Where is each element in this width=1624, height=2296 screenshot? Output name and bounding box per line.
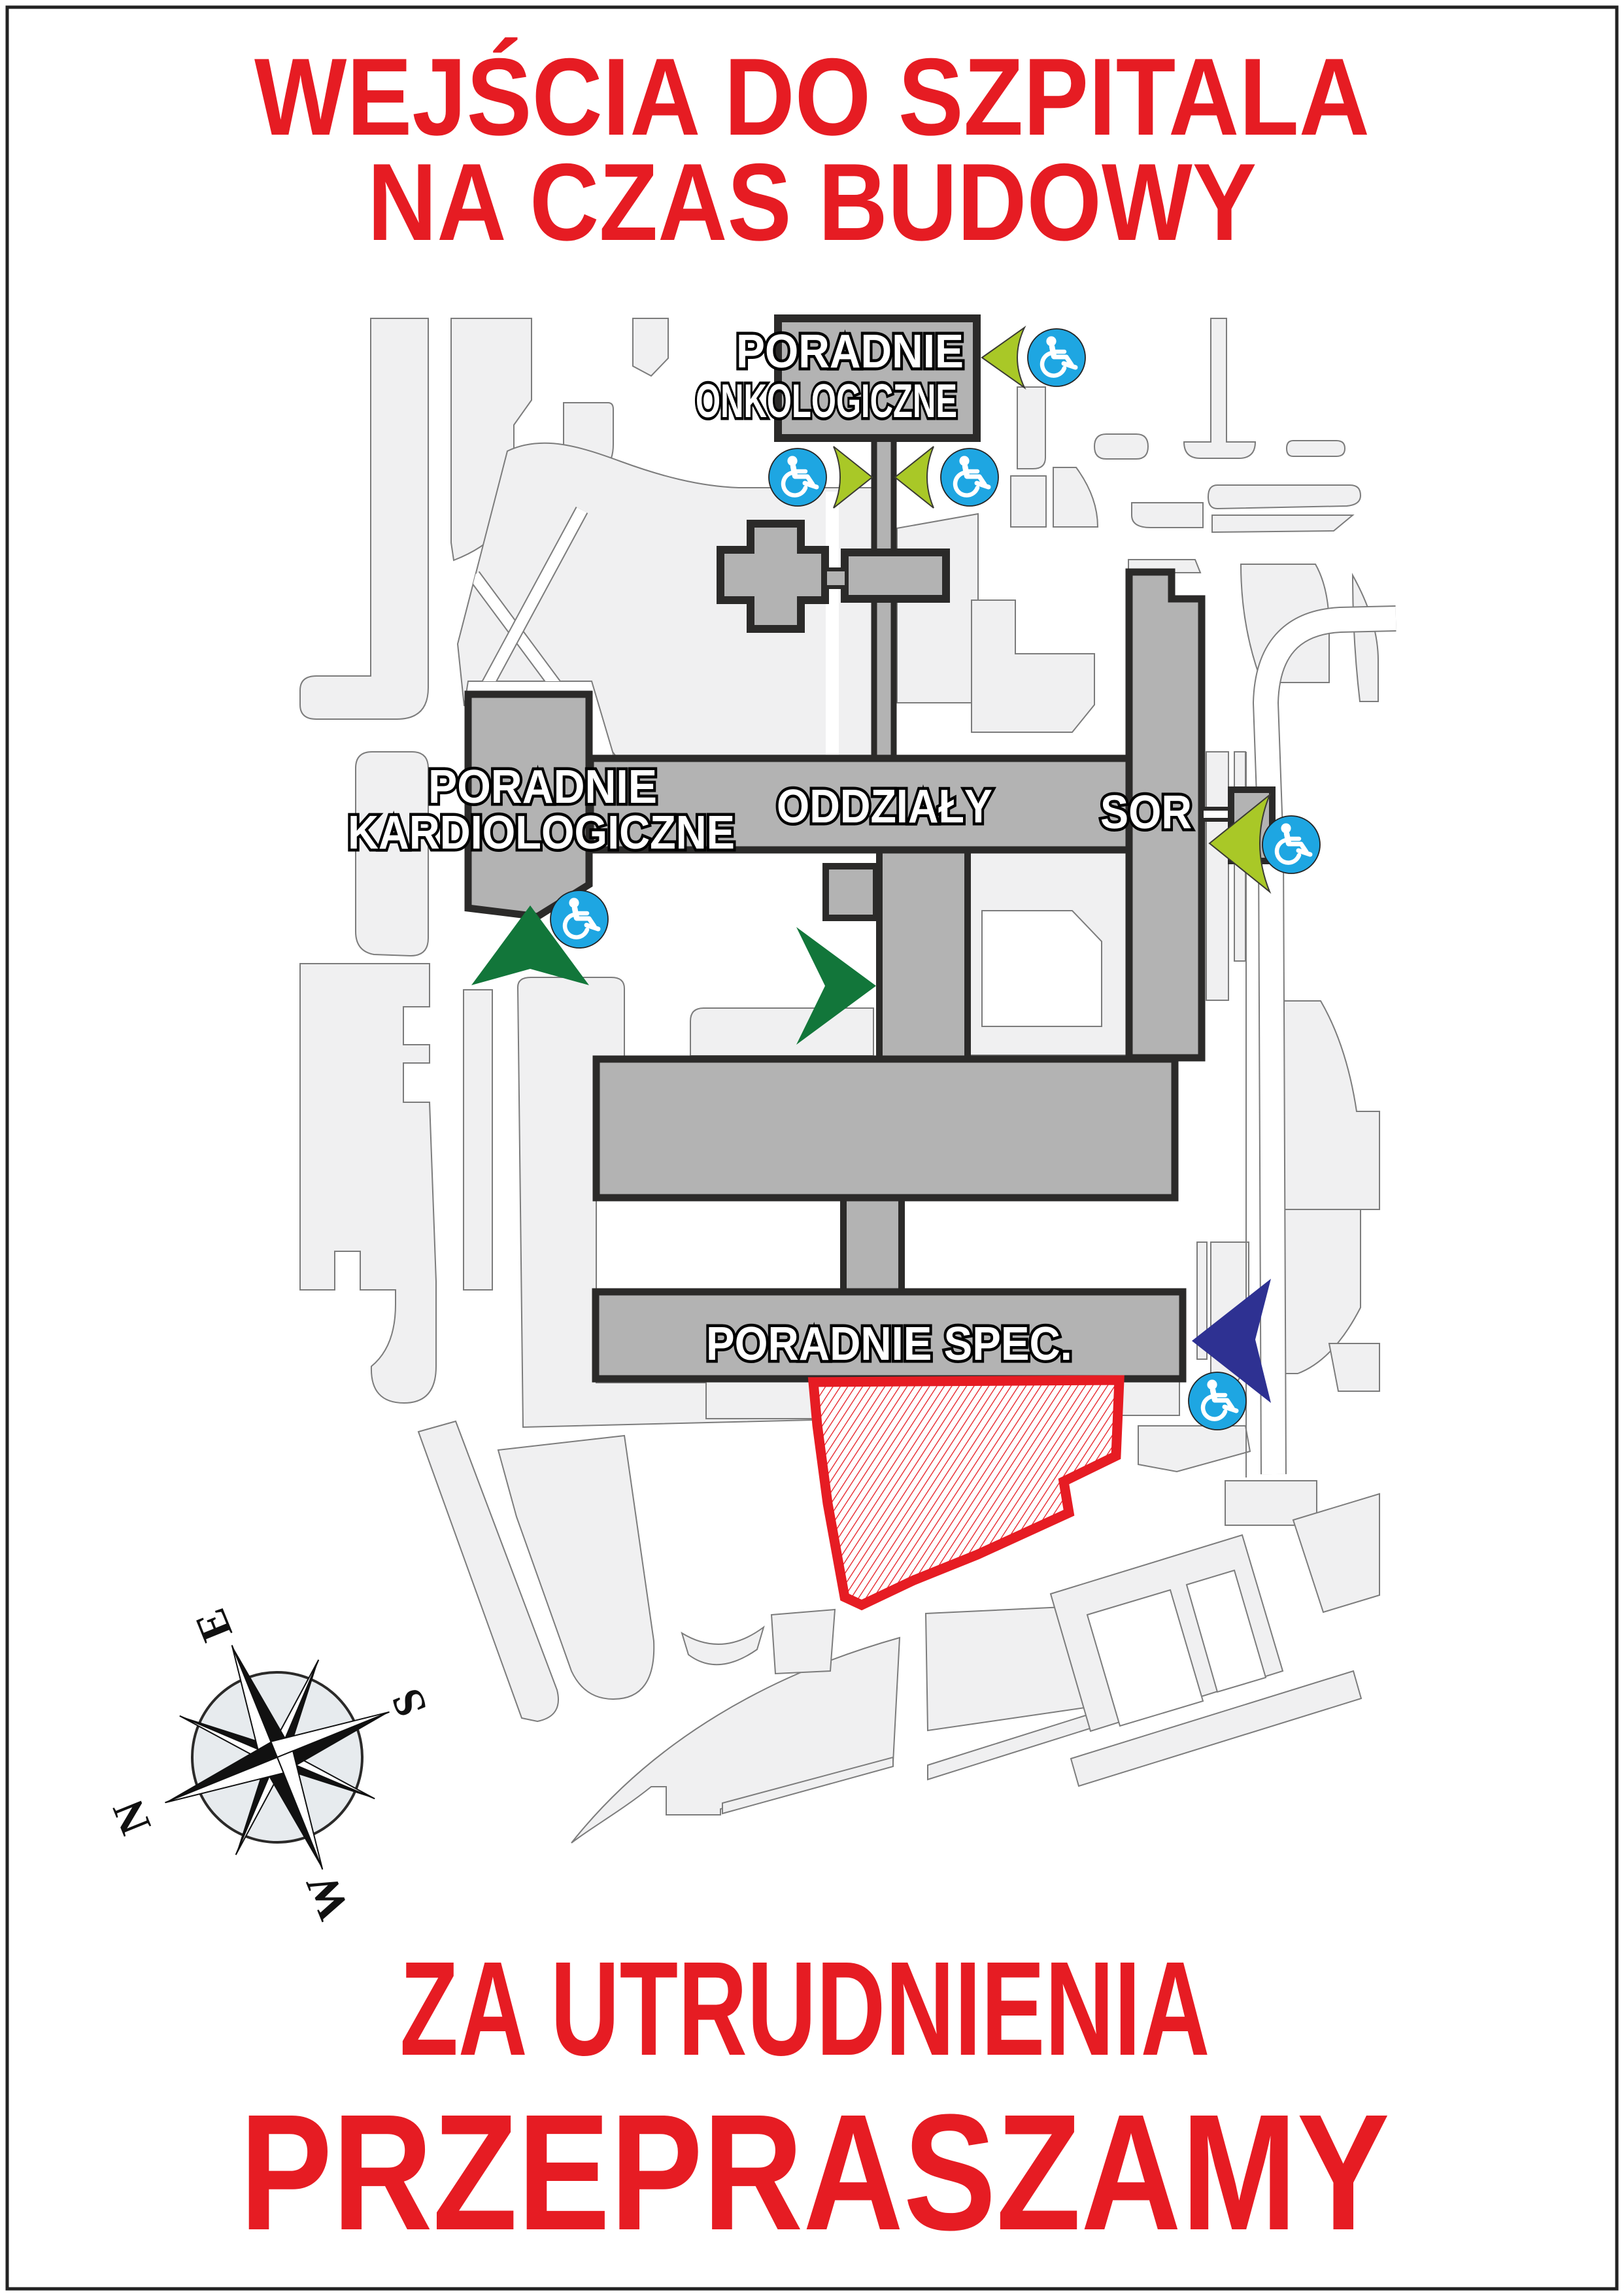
svg-text:NA CZAS BUDOWY: NA CZAS BUDOWY [367,141,1257,263]
svg-text:ONKOLOGICZNE: ONKOLOGICZNE [696,375,957,428]
svg-text:SOR: SOR [1100,786,1192,839]
svg-text:WEJŚCIA DO SZPITALA: WEJŚCIA DO SZPITALA [254,35,1370,158]
svg-text:ZA UTRUDNIENIA: ZA UTRUDNIENIA [400,1934,1210,2084]
svg-text:PORADNIE: PORADNIE [736,326,964,378]
svg-text:PORADNIE: PORADNIE [428,761,657,813]
svg-text:PRZEPRASZAMY: PRZEPRASZAMY [240,2080,1390,2265]
svg-text:ODDZIAŁY: ODDZIAŁY [777,781,992,833]
svg-text:KARDIOLOGICZNE: KARDIOLOGICZNE [348,807,735,859]
svg-text:PORADNIE SPEC.: PORADNIE SPEC. [706,1318,1072,1370]
